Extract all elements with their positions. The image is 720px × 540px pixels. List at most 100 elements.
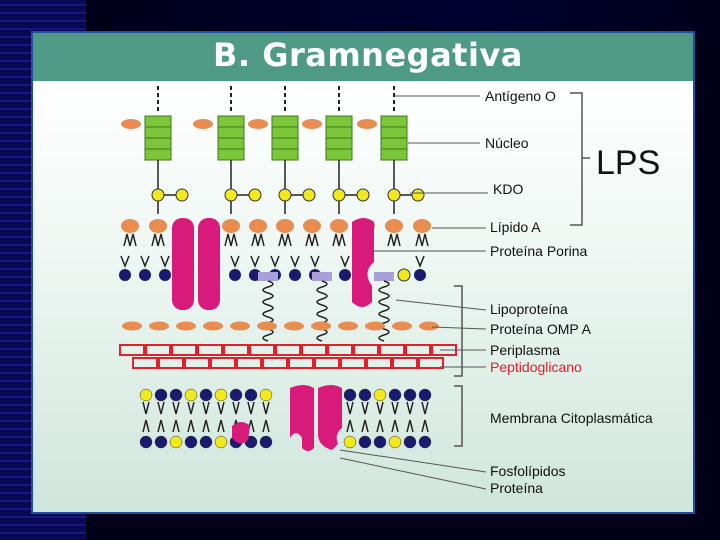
lipid-tail bbox=[415, 233, 429, 247]
omp-a-unit bbox=[122, 321, 142, 331]
lipoprotein-coil bbox=[262, 280, 274, 342]
lipid-tail bbox=[151, 233, 165, 247]
label-kdo: KDO bbox=[493, 181, 523, 197]
kdo-sugar bbox=[224, 188, 238, 202]
omp-a-unit bbox=[230, 321, 250, 331]
peptidoglycan-brick bbox=[340, 357, 366, 369]
membrane-lipid-head bbox=[403, 435, 417, 449]
membrane-lipid-head bbox=[403, 388, 417, 402]
porin-protein bbox=[352, 218, 374, 307]
membrane-lipid-head bbox=[343, 388, 357, 402]
membrane-proteins bbox=[172, 218, 374, 451]
kdo-sugar bbox=[175, 188, 189, 202]
phospholipid-tail bbox=[270, 255, 280, 269]
membrane-lipid-tail bbox=[202, 401, 210, 415]
label-proteina-porina: Proteína Porina bbox=[490, 243, 587, 259]
peptidoglycan-brick bbox=[249, 344, 275, 356]
label-antigeno-o: Antígeno O bbox=[485, 88, 556, 104]
core-side-sugar bbox=[193, 119, 213, 129]
label-lipoproteina: Lipoproteína bbox=[490, 301, 568, 317]
membrane-lipid-tail bbox=[202, 419, 210, 433]
lps-layer bbox=[121, 86, 425, 214]
membrane-lipid-head bbox=[139, 435, 153, 449]
membrane-lipid-tail bbox=[247, 401, 255, 415]
peptidoglycan-brick bbox=[353, 344, 379, 356]
omp-a-unit bbox=[176, 321, 196, 331]
kdo-sugar bbox=[332, 188, 346, 202]
peptidoglycan-brick bbox=[184, 357, 210, 369]
lipid-a-head bbox=[330, 219, 348, 233]
omp-a-unit bbox=[311, 321, 331, 331]
peptidoglycan-brick bbox=[366, 357, 392, 369]
membrane-lipid-head bbox=[343, 435, 357, 449]
membrane-lipid-head bbox=[154, 388, 168, 402]
label-leader-lines bbox=[339, 92, 590, 490]
membrane-lipid-head bbox=[388, 435, 402, 449]
outer-membrane bbox=[119, 219, 431, 282]
kdo-sugar bbox=[248, 188, 262, 202]
lipid-tail bbox=[332, 233, 346, 247]
membrane-lipid-tail bbox=[232, 401, 240, 415]
kdo-sugar bbox=[302, 188, 316, 202]
label-lipido-a: Lípido A bbox=[490, 219, 541, 235]
lipid-tail bbox=[251, 233, 265, 247]
membrane-lipid-head bbox=[373, 388, 387, 402]
phospholipid-head bbox=[414, 269, 426, 281]
lipid-a-head bbox=[276, 219, 294, 233]
membrane-lipid-tail bbox=[157, 401, 165, 415]
membrane-lipid-tail bbox=[142, 419, 150, 433]
membrane-lipid-tail bbox=[217, 419, 225, 433]
lipid-a-head bbox=[413, 219, 431, 233]
peptidoglycan-brick bbox=[275, 344, 301, 356]
leader-proteina bbox=[339, 457, 487, 490]
slide-title: B. Gramnegativa bbox=[213, 36, 523, 74]
periplasm-bracket bbox=[454, 285, 463, 377]
peptidoglycan-brick bbox=[262, 357, 288, 369]
kdo-sugar bbox=[151, 188, 165, 202]
peptidoglycan-brick bbox=[236, 357, 262, 369]
inner-membrane bbox=[139, 388, 432, 449]
membrane-lipid-tail bbox=[361, 419, 369, 433]
membrane-lipid-head bbox=[139, 388, 153, 402]
membrane-lipid-tail bbox=[376, 401, 384, 415]
peptidoglycan-brick bbox=[392, 357, 418, 369]
periplasm-layer bbox=[119, 272, 457, 369]
core-side-sugar bbox=[357, 119, 377, 129]
membrane-lipid-head bbox=[154, 435, 168, 449]
membrane-lipid-tail bbox=[157, 419, 165, 433]
membrane-protein bbox=[290, 385, 314, 451]
porin-protein bbox=[198, 218, 220, 310]
peptidoglycan-brick bbox=[314, 357, 340, 369]
membrane-lipid-tail bbox=[406, 419, 414, 433]
omp-a-unit bbox=[365, 321, 385, 331]
phospholipid-tail bbox=[290, 255, 300, 269]
phospholipid-tail bbox=[120, 255, 130, 269]
phospholipid-tail bbox=[310, 255, 320, 269]
phospholipid-tail bbox=[340, 255, 350, 269]
omp-a-unit bbox=[419, 321, 439, 331]
peptidoglycan-brick bbox=[210, 357, 236, 369]
membrane-lipid-tail bbox=[262, 419, 270, 433]
membrane-lipid-head bbox=[214, 388, 228, 402]
membrane-lipid-tail bbox=[421, 419, 429, 433]
leader-omp-a bbox=[431, 326, 487, 330]
membrane-bracket bbox=[454, 385, 463, 447]
membrane-lipid-tail bbox=[361, 401, 369, 415]
membrane-lipid-head bbox=[388, 388, 402, 402]
phospholipid-head bbox=[397, 268, 411, 282]
phospholipid-head bbox=[229, 269, 241, 281]
phospholipid-tail bbox=[250, 255, 260, 269]
omp-a-unit bbox=[284, 321, 304, 331]
lipid-tail bbox=[224, 233, 238, 247]
membrane-lipid-head bbox=[214, 435, 228, 449]
membrane-lipid-tail bbox=[391, 419, 399, 433]
membrane-lipid-head bbox=[184, 435, 198, 449]
lipid-a-head bbox=[149, 219, 167, 233]
peptidoglycan-brick bbox=[119, 344, 145, 356]
label-proteina: Proteína bbox=[490, 480, 543, 496]
lipoprotein-anchor bbox=[312, 272, 332, 281]
peptidoglycan-brick bbox=[379, 344, 405, 356]
label-membrana-citoplasmatica: Membrana Citoplasmática bbox=[490, 410, 653, 426]
phospholipid-head bbox=[159, 269, 171, 281]
membrane-protein bbox=[232, 422, 250, 444]
